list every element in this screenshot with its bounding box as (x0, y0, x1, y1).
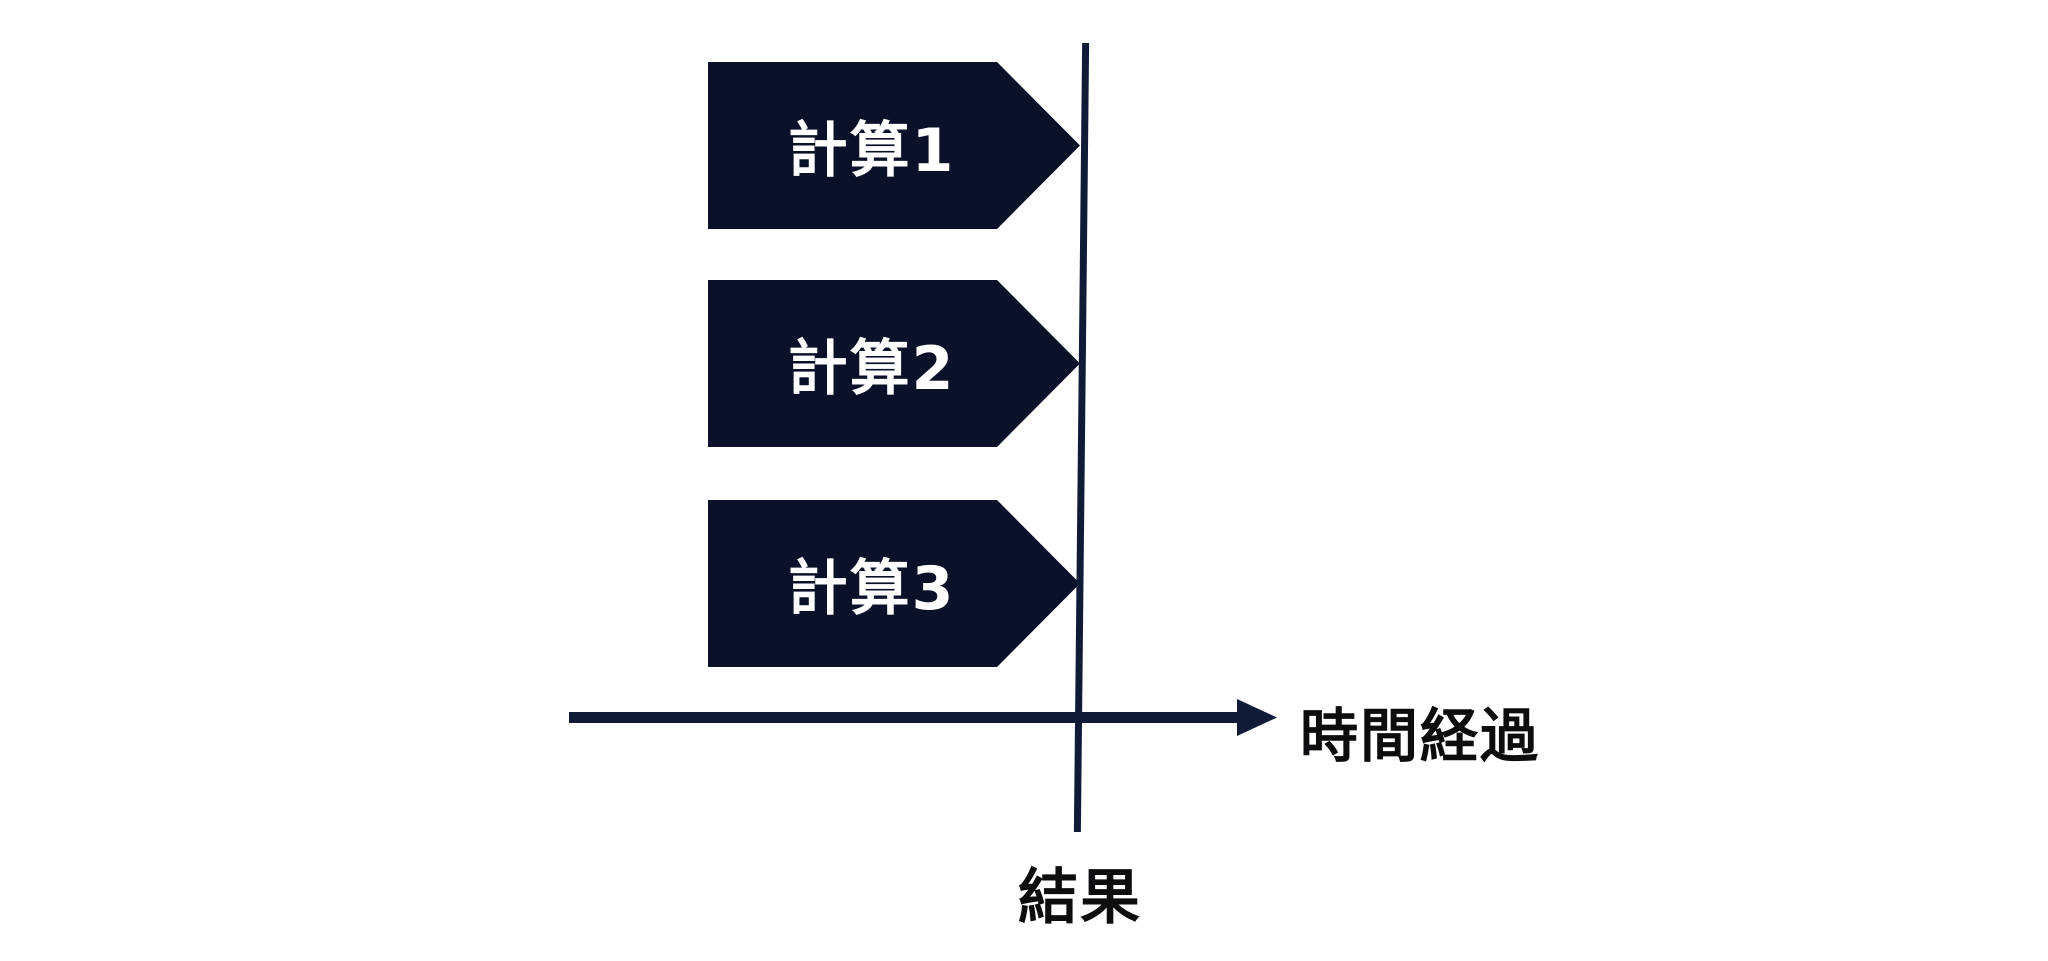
time-axis-label: 時間経過 (1300, 702, 1541, 770)
process-arrow-1: 計算1 (708, 62, 1080, 229)
time-axis-line (569, 712, 1241, 723)
process-arrow-2-label: 計算2 (787, 334, 956, 404)
result-label: 結果 (1018, 863, 1142, 933)
process-arrow-2: 計算2 (708, 280, 1080, 447)
process-arrow-3: 計算3 (708, 500, 1080, 667)
process-arrow-1-label: 計算1 (787, 116, 956, 186)
process-arrow-3-label: 計算3 (787, 554, 956, 624)
time-axis-arrowhead-icon (1237, 699, 1277, 736)
